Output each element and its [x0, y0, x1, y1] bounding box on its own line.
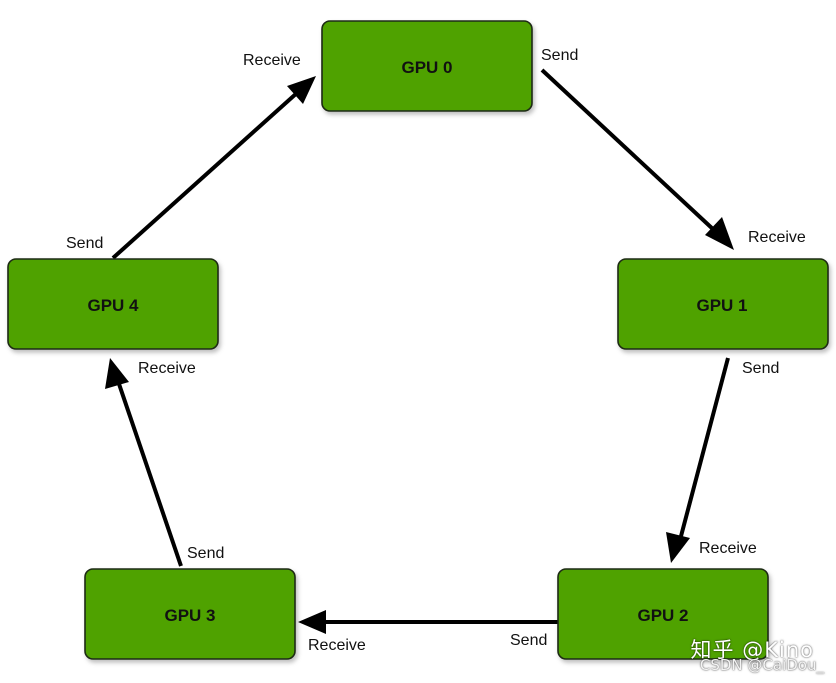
node-label: GPU 1 — [696, 296, 747, 315]
edge-gpu1-gpu2: Send Receive — [666, 357, 779, 563]
gpu-node-0: GPU 0 — [321, 20, 533, 112]
node-label: GPU 4 — [87, 296, 139, 315]
node-label: GPU 0 — [401, 58, 452, 77]
receive-label: Receive — [138, 360, 196, 377]
receive-label: Receive — [243, 52, 301, 69]
arrow-head — [287, 76, 316, 104]
arrow-head — [298, 610, 326, 634]
receive-label: Receive — [699, 540, 757, 557]
arrow-line — [111, 90, 300, 260]
watermark-csdn: CSDN @CaiDou_ — [699, 656, 824, 674]
arrow-head — [105, 358, 129, 389]
arrow-line — [116, 380, 183, 567]
arrow-line — [678, 357, 730, 541]
node-label: GPU 2 — [637, 606, 688, 625]
send-label: Send — [187, 545, 224, 562]
gpu-node-1: GPU 1 — [617, 258, 829, 350]
send-label: Send — [510, 632, 547, 649]
edge-gpu2-gpu3: Send Receive — [298, 610, 558, 654]
edge-gpu3-gpu4: Send Receive — [105, 358, 224, 567]
edge-gpu0-gpu1: Send Receive — [540, 47, 806, 250]
arrow-head — [705, 217, 734, 250]
gpu-node-4: GPU 4 — [7, 258, 219, 350]
edge-gpu4-gpu0: Send Receive — [66, 52, 316, 260]
node-label: GPU 3 — [164, 606, 215, 625]
arrow-head — [666, 532, 690, 563]
gpu-node-2: GPU 2 — [557, 568, 769, 660]
gpu-node-3: GPU 3 — [84, 568, 296, 660]
arrow-line — [540, 68, 717, 233]
send-label: Send — [541, 47, 578, 64]
send-label: Send — [66, 235, 103, 252]
receive-label: Receive — [748, 229, 806, 246]
receive-label: Receive — [308, 637, 366, 654]
watermark-zhihu: 知乎 @Kino — [690, 638, 814, 662]
send-label: Send — [742, 360, 779, 377]
